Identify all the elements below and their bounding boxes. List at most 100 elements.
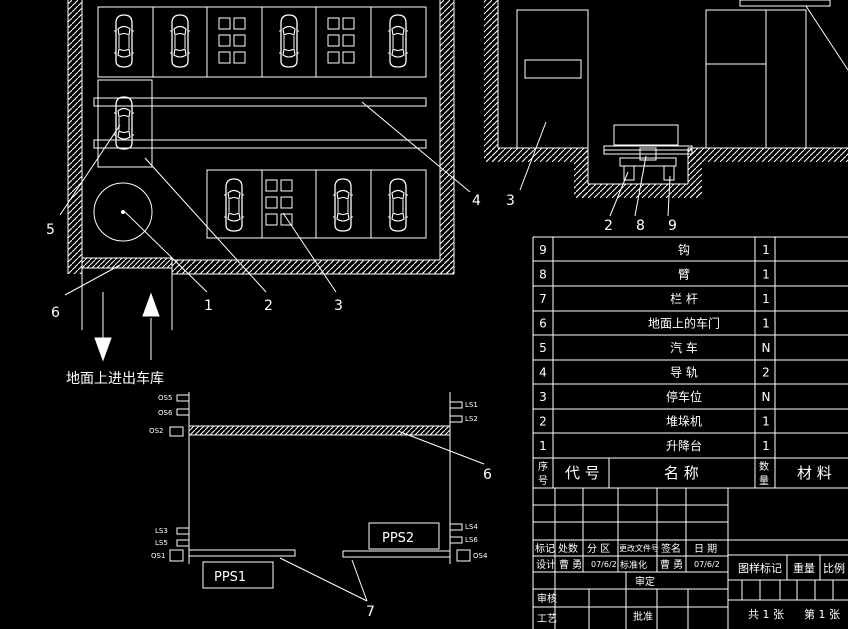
garage-plan-view: [67, 0, 455, 330]
rev-header-mark: 标记: [535, 543, 555, 555]
car-icon: [387, 14, 409, 68]
stage-label: 图样标记: [738, 561, 782, 575]
stacker-section: [705, 9, 767, 149]
car-icon: [113, 96, 135, 150]
wall-bottom: [172, 260, 454, 274]
pallet-label-PPS1: PPS1: [214, 570, 246, 585]
callout-5: 5: [46, 222, 55, 238]
sensor-LS6: LS6: [465, 536, 478, 544]
check-label: 审核: [537, 592, 557, 605]
header-no-bottom: 号: [538, 475, 548, 487]
part-number: 3: [539, 390, 547, 404]
header-code: 代 号: [565, 464, 600, 482]
design-label: 设计: [536, 558, 556, 571]
stacker-machine: [97, 79, 153, 168]
rail-1: [93, 97, 427, 107]
part-name: 臂: [678, 268, 690, 282]
pallet-platform-2: [342, 550, 451, 558]
sensor-LS1: LS1: [465, 401, 478, 409]
part-number: 6: [539, 317, 547, 331]
wall-right: [440, 0, 454, 274]
std-date: 07/6/2: [694, 560, 720, 569]
part-name: 停车位: [666, 389, 702, 404]
car-icon: [113, 14, 135, 68]
control-callout-7: 7: [366, 604, 375, 620]
part-quantity: 1: [762, 243, 770, 257]
header-qty-top: 数: [759, 460, 769, 473]
part-number: 4: [539, 366, 547, 380]
approve-label: 批准: [633, 610, 653, 623]
rev-header-docno: 更改文件号: [619, 543, 659, 553]
part-number: 7: [539, 292, 547, 306]
pallet-label-PPS2: PPS2: [382, 531, 414, 546]
header-qty-bottom: 量: [759, 475, 769, 487]
std-name: 曹 勇: [660, 558, 683, 571]
part-name: 堆垛机: [666, 414, 702, 429]
entrance-caption: 地面上进出车库: [66, 370, 164, 387]
pallet-label-box-2: [368, 522, 440, 550]
design-date: 07/6/2: [591, 560, 617, 569]
part-name: 栏 杆: [670, 291, 698, 306]
door-bar: [188, 425, 451, 436]
sensor-OS2: OS2: [149, 427, 163, 435]
part-number: 9: [539, 243, 547, 257]
title-block: [533, 488, 848, 629]
part-quantity: 1: [762, 317, 770, 331]
car-icon: [387, 178, 409, 232]
part-name: 升降台: [666, 438, 702, 453]
car-icon: [278, 14, 300, 68]
rail-2: [93, 139, 427, 149]
sensor-OS6: OS6: [158, 409, 173, 417]
part-quantity: 1: [762, 292, 770, 306]
section-callout-8: 8: [636, 218, 645, 234]
car-icon: [332, 178, 354, 232]
process-label: 工艺: [537, 613, 557, 625]
rev-header-date: 日 期: [694, 543, 717, 555]
part-quantity: 1: [762, 268, 770, 282]
part-name: 导 轨: [670, 366, 698, 380]
control-callout-6: 6: [483, 467, 492, 483]
header-material: 材 料: [797, 464, 832, 482]
empty-bay-1: [218, 17, 246, 64]
callout-3: 3: [334, 298, 343, 314]
header-name: 名 称: [664, 464, 699, 482]
part-quantity: N: [762, 390, 771, 404]
part-quantity: 1: [762, 439, 770, 453]
sensor-OS1: OS1: [151, 552, 165, 560]
leader-lines-left: [59, 101, 471, 296]
lift-platform: [93, 182, 153, 242]
parts-list-table: [532, 236, 848, 629]
part-quantity: N: [762, 341, 771, 355]
sensor-OS5: OS5: [158, 394, 172, 402]
weight-label: 重量: [793, 561, 815, 575]
entrance-arrows: [94, 292, 160, 362]
audit-label: 审定: [635, 575, 655, 588]
lift-section: [613, 124, 679, 146]
part-number: 2: [539, 415, 547, 429]
sensor-LS3: LS3: [155, 527, 168, 535]
empty-bay-2: [327, 17, 355, 64]
design-name: 曹 勇: [559, 558, 582, 571]
callout-2: 2: [264, 298, 273, 314]
rev-header-sign: 签名: [661, 542, 681, 555]
callout-6: 6: [51, 305, 60, 321]
wall-left: [68, 0, 82, 274]
car-icon: [223, 178, 245, 232]
parking-bay-section: [516, 9, 589, 149]
part-quantity: 2: [762, 366, 770, 380]
section-callout-3: 3: [506, 193, 515, 209]
section-callout-2: 2: [604, 218, 613, 234]
part-number: 5: [539, 341, 547, 355]
std-label: 标准化: [620, 559, 647, 571]
ground-door: [81, 257, 173, 269]
section-view: [484, 0, 848, 217]
scale-label: 比例: [823, 561, 845, 575]
sensor-LS4: LS4: [465, 523, 478, 531]
sheet-number: 第 1 张: [804, 607, 840, 621]
pallet-platform-1: [188, 549, 296, 557]
callout-4: 4: [472, 193, 481, 209]
part-name: 钩: [678, 243, 690, 257]
part-number: 8: [539, 268, 547, 282]
